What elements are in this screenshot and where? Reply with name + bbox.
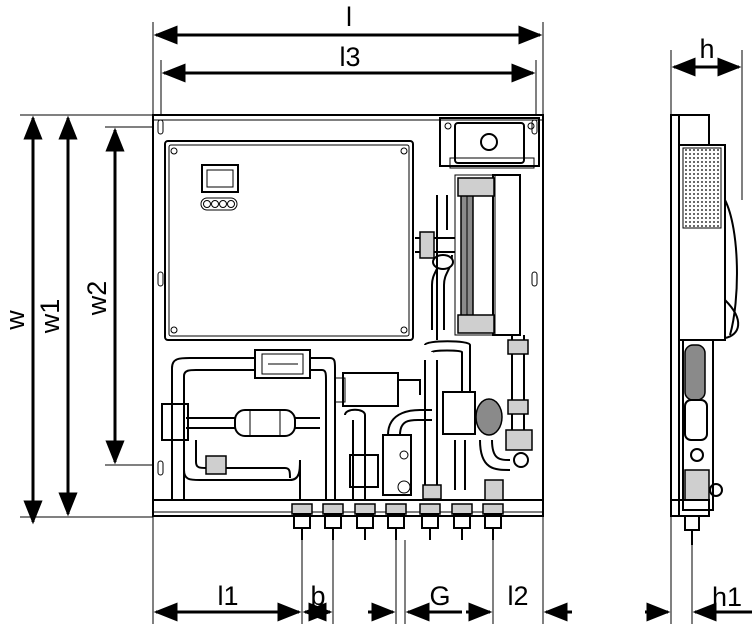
connection-5	[419, 503, 441, 540]
connection-6	[451, 503, 473, 540]
connection-7	[482, 503, 504, 540]
circulation-pump	[424, 340, 503, 436]
dim-label-l: l	[346, 2, 352, 32]
pipework-left	[161, 349, 336, 500]
dim-label-w: w	[0, 310, 30, 331]
mounting-slot-mid-right	[531, 271, 538, 287]
sensor-module	[342, 372, 399, 407]
dim-label-w1: w1	[35, 299, 65, 335]
dim-label-w2: w2	[82, 281, 112, 317]
front-view	[152, 114, 544, 540]
connection-3	[354, 503, 376, 540]
dim-label-l2: l2	[507, 581, 528, 611]
side-control-box	[682, 147, 722, 229]
mounting-slot-mid-left	[157, 271, 164, 287]
connection-1	[291, 503, 313, 540]
display-screen	[201, 164, 239, 193]
expansion-fitting	[161, 403, 189, 441]
dim-label-l3: l3	[339, 42, 360, 72]
mounting-slot-low-left	[157, 460, 164, 476]
bottom-connections	[291, 503, 504, 540]
mixing-valve	[344, 408, 432, 500]
side-dimension-lines: h h1	[645, 34, 752, 624]
dimension-lines: l l3 w w1 w2 l1 b	[0, 2, 572, 624]
dim-label-h: h	[699, 34, 714, 64]
control-box	[164, 140, 414, 341]
connection-4	[385, 503, 407, 540]
control-buttons	[200, 197, 238, 211]
heat-exchanger	[454, 174, 521, 336]
pump-motor	[439, 117, 540, 169]
connection-2	[322, 503, 344, 540]
side-view	[670, 114, 740, 545]
dim-label-b: b	[310, 581, 325, 611]
flow-meter	[254, 349, 311, 379]
dim-label-G: G	[429, 581, 450, 611]
dim-label-h1: h1	[712, 582, 742, 612]
bottom-rail	[152, 499, 544, 517]
mounting-slot-top-left	[157, 119, 164, 135]
dim-label-l1: l1	[217, 581, 238, 611]
mounting-slot-top-right	[531, 119, 538, 135]
